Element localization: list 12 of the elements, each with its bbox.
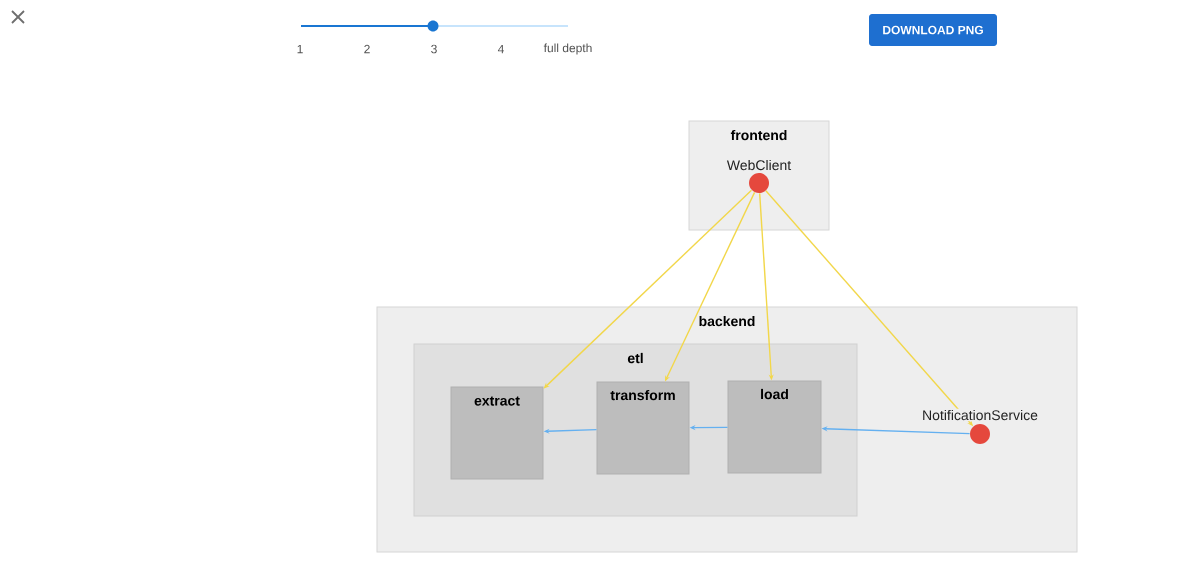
arrow xyxy=(543,189,753,389)
slider-tick-label: 4 xyxy=(497,44,504,54)
download-button: DOWNLOAD PNG xyxy=(869,14,997,46)
slider-tick-label: 3 xyxy=(431,44,437,54)
slider-tick-label: full depth xyxy=(543,43,592,55)
slider-tick-label: 1 xyxy=(297,44,303,54)
component-box: extract xyxy=(450,386,544,480)
service-dot xyxy=(970,424,990,444)
slider-tick-label: 2 xyxy=(364,44,370,54)
service-dot xyxy=(749,173,769,193)
component-box: transform xyxy=(596,381,690,475)
component-box: load xyxy=(727,380,822,474)
